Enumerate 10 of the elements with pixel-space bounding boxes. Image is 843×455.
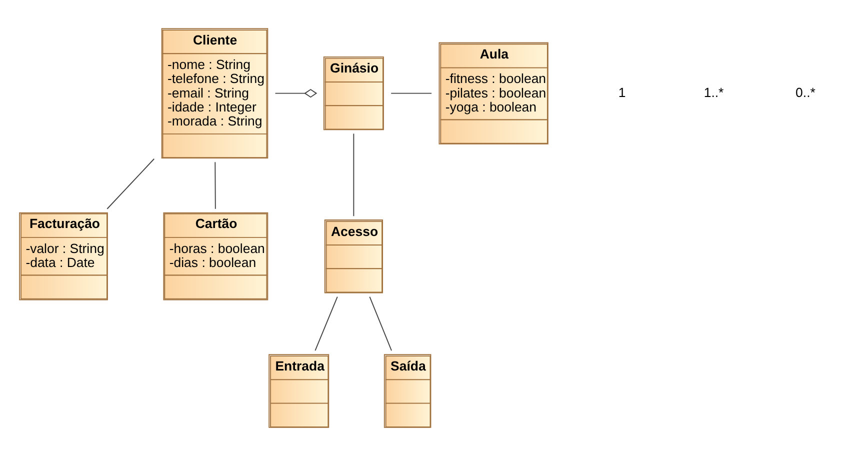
connector bbox=[369, 296, 392, 350]
label: 1..* bbox=[704, 84, 724, 100]
connector bbox=[390, 92, 432, 94]
label: 0..* bbox=[796, 84, 816, 100]
connector bbox=[314, 296, 338, 350]
connector bbox=[106, 158, 155, 209]
connector bbox=[274, 88, 318, 98]
connector bbox=[214, 161, 216, 209]
connector bbox=[353, 132, 354, 216]
label: 1 bbox=[618, 84, 626, 100]
